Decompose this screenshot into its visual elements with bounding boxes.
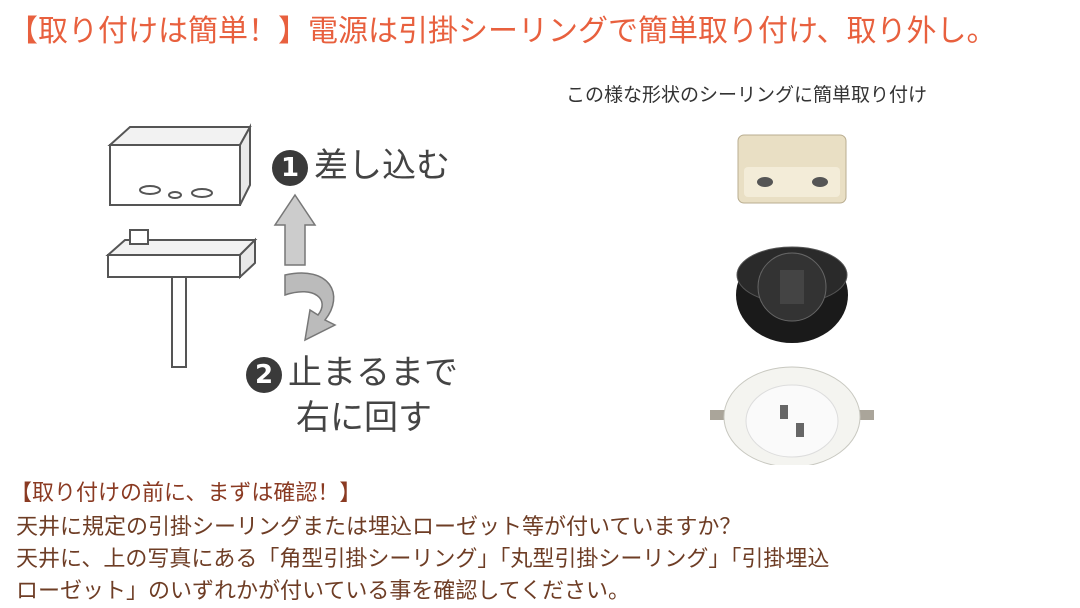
check-line: ローゼット」のいずれかが付いている事を確認してください。 [16,579,631,604]
step-number-badge: 1 [272,149,308,186]
step-2-text-line2: 右に回す [296,398,432,438]
step-1-text: 差し込む [314,146,450,186]
headline: 【取り付けは簡単！】電源は引掛シーリングで簡単取り付け、取り外し。 [8,14,997,49]
square-ceiling-fitting [737,134,847,204]
step-number-badge: 2 [246,356,282,393]
arrow-up-icon [273,193,317,266]
round-ceiling-fitting [736,246,848,343]
ceiling-fittings-photos [710,134,874,465]
embedded-rosette-fitting [710,366,874,465]
installation-illustration [105,123,337,368]
step-2-text-line1: 止まるまで [288,353,458,393]
check-heading: 【取り付けの前に、まずは確認！】 [10,481,362,506]
ceiling-types-caption: この様な形状のシーリングに簡単取り付け [566,84,928,106]
check-line: 天井に、上の写真にある「角型引掛シーリング」「丸型引掛シーリング」「引掛埋込 [16,547,830,572]
rotate-arrow-icon [284,272,337,342]
check-line: 天井に規定の引掛シーリングまたは埋込ローゼット等が付いていますか？ [16,515,742,540]
